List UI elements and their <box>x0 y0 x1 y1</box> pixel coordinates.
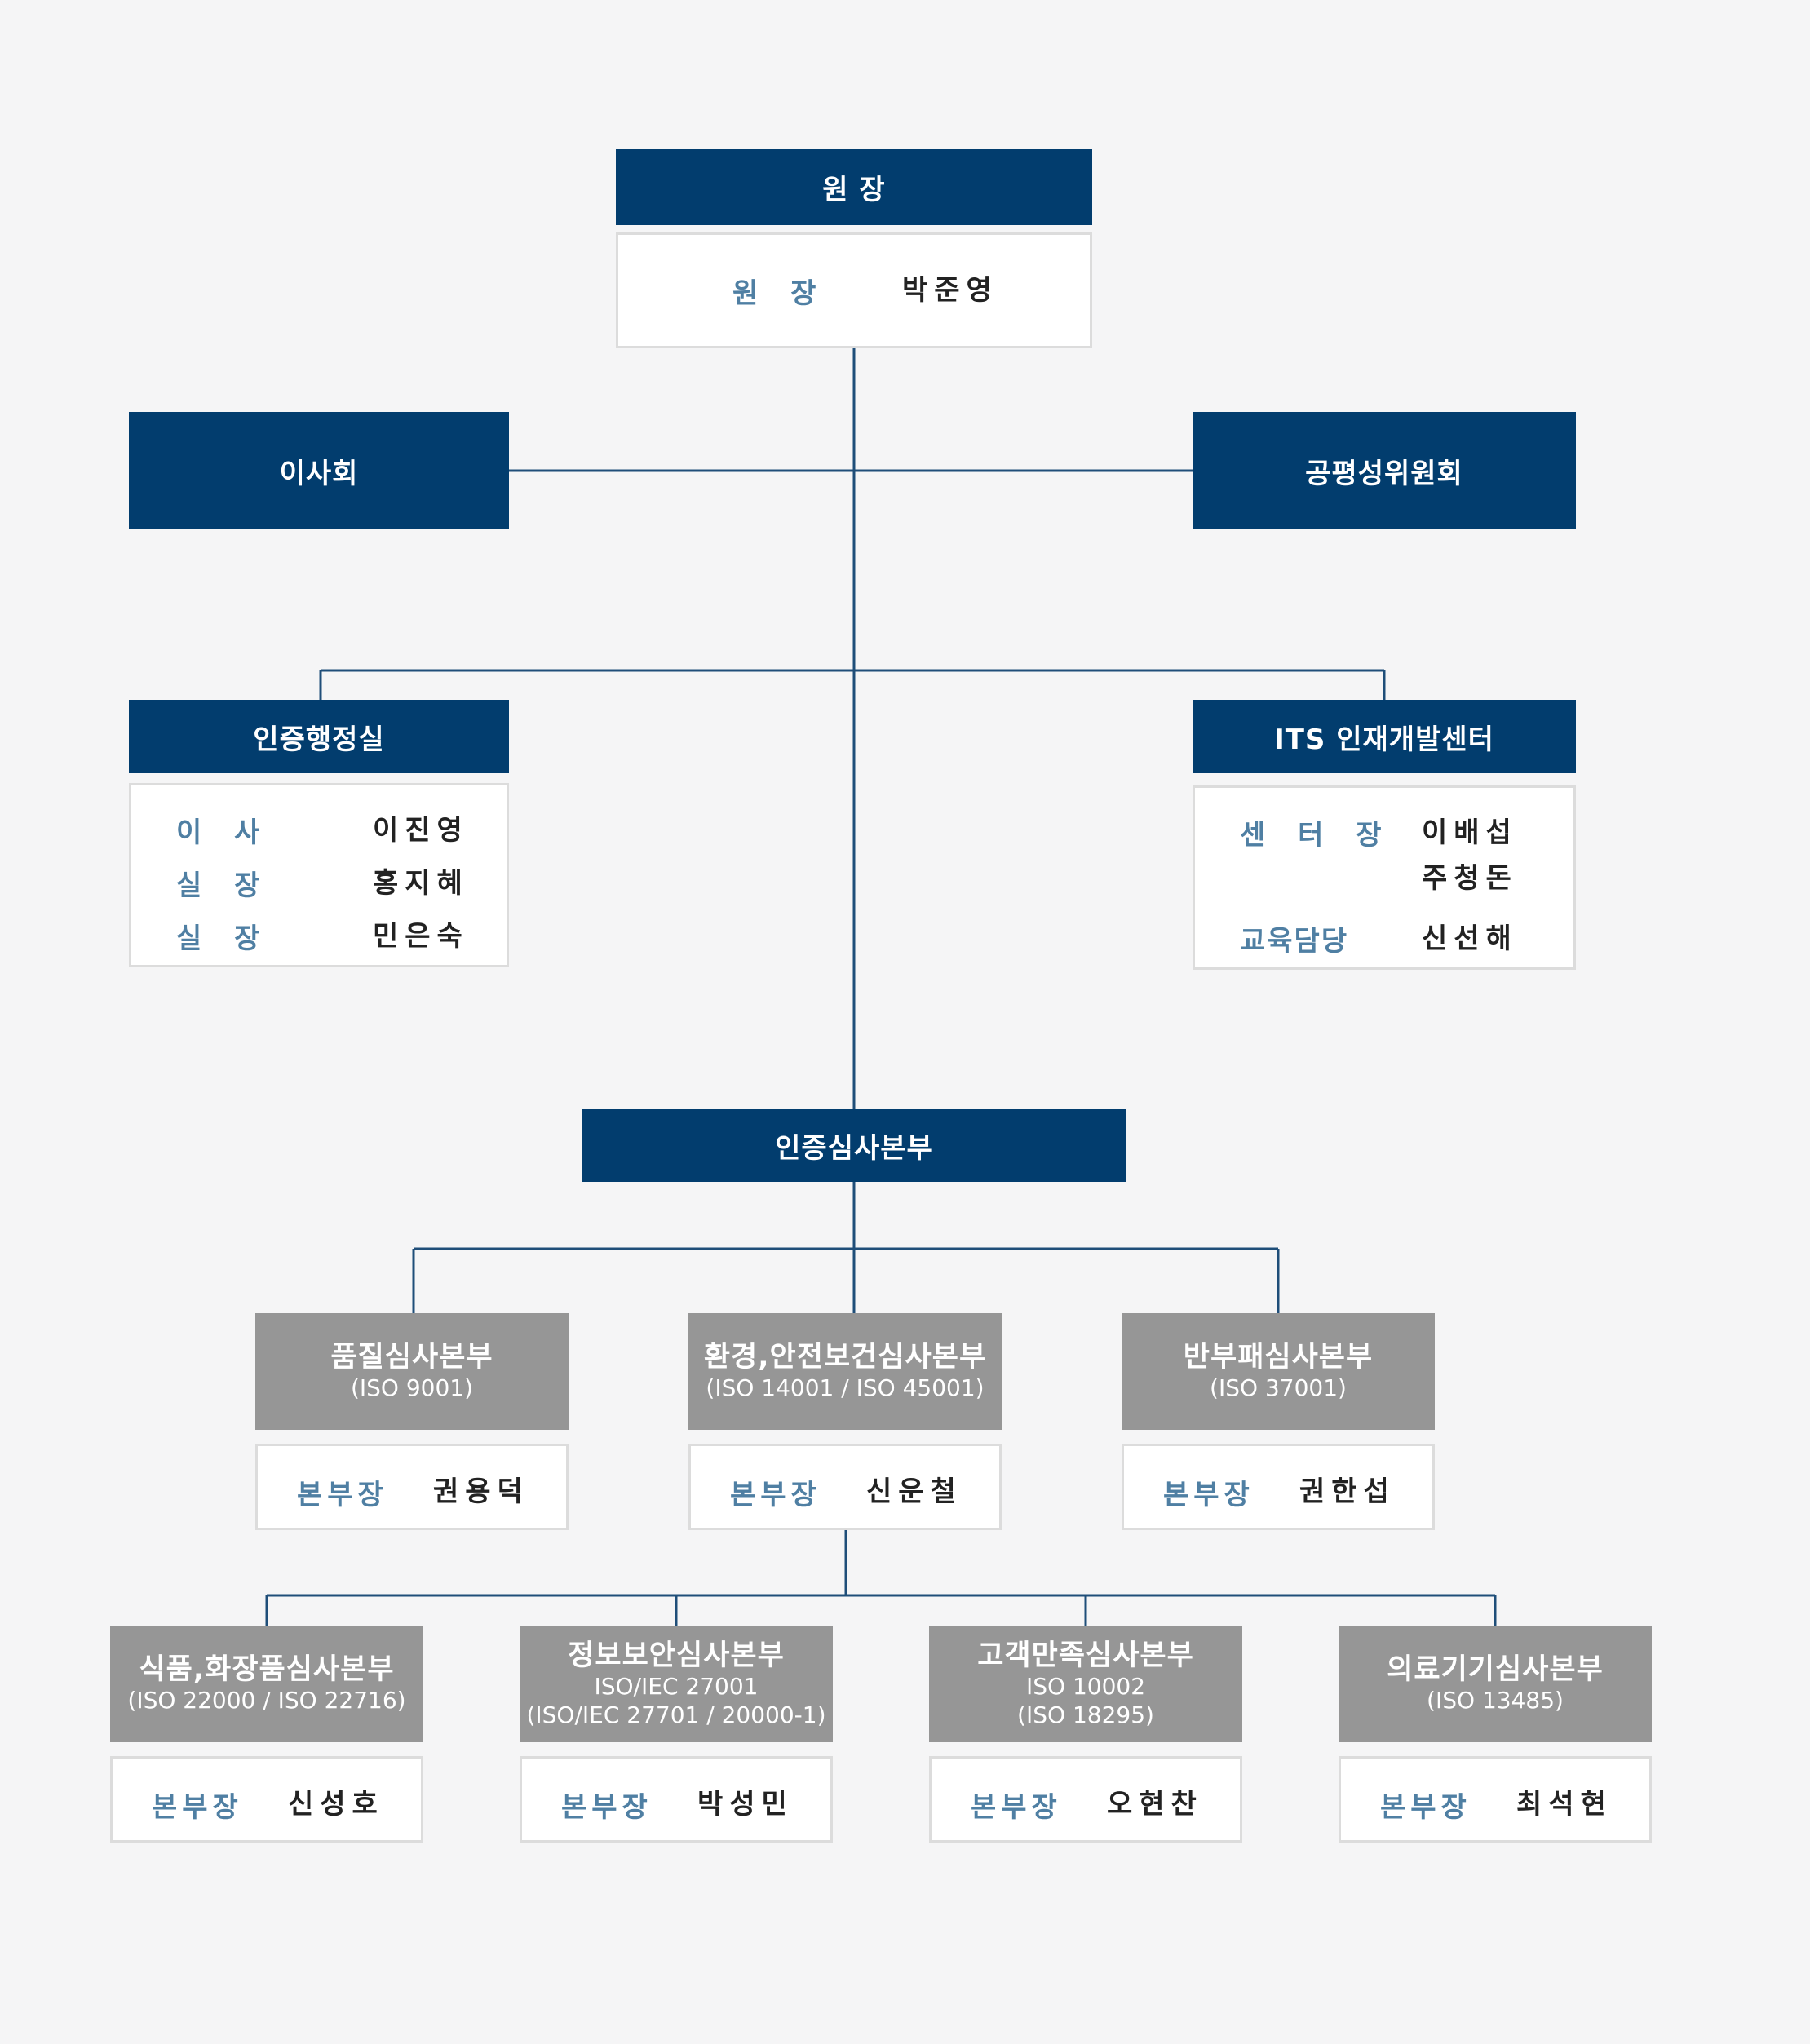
division-standard: (ISO 13485) <box>1427 1687 1564 1714</box>
division-anticorruption-box: 반부패심사본부 (ISO 37001) <box>1122 1313 1435 1430</box>
division-title: 환경,안전보건심사본부 <box>703 1341 987 1374</box>
division-quality-box: 품질심사본부 (ISO 9001) <box>255 1313 569 1430</box>
its-member-name: 이배섭 <box>1422 816 1518 849</box>
admin-member-role: 실 장 <box>176 869 272 902</box>
division-head-role: 본부장 <box>1163 1479 1255 1511</box>
division-title: 식품,화장품심사본부 <box>139 1653 395 1686</box>
division-infosec-box: 정보보안심사본부 ISO/IEC 27001 (ISO/IEC 27701 / … <box>520 1626 833 1742</box>
division-standard: ISO 10002 <box>1025 1672 1146 1700</box>
audit-hq-title: 인증심사본부 <box>775 1132 933 1165</box>
admin-member-name: 홍지혜 <box>373 867 469 900</box>
director-role-label: 원 장 <box>732 277 828 310</box>
division-title: 품질심사본부 <box>330 1341 493 1374</box>
division-head-role: 본부장 <box>730 1479 821 1511</box>
division-environment-panel: 본부장 신운철 <box>688 1444 1002 1530</box>
division-head-name: 오현찬 <box>1107 1788 1203 1821</box>
division-title: 고객만족심사본부 <box>977 1639 1194 1672</box>
division-standard: (ISO 22000 / ISO 22716) <box>127 1687 406 1714</box>
board-title: 이사회 <box>279 457 359 490</box>
its-member-name: 신선해 <box>1422 922 1518 955</box>
division-head-role: 본부장 <box>561 1791 653 1824</box>
director-panel: 원 장 박준영 <box>616 232 1092 348</box>
division-standard: ISO/IEC 27001 <box>594 1672 759 1700</box>
division-customer-satisfaction-panel: 본부장 오현찬 <box>929 1756 1242 1843</box>
division-title: 정보보안심사본부 <box>568 1639 785 1672</box>
division-head-role: 본부장 <box>971 1791 1062 1824</box>
division-anticorruption-panel: 본부장 권한섭 <box>1122 1444 1435 1530</box>
its-center-header: ITS 인재개발센터 <box>1193 700 1576 773</box>
division-standard: (ISO/IEC 27701 / 20000-1) <box>526 1701 826 1728</box>
division-medical-devices-box: 의료기기심사본부 (ISO 13485) <box>1339 1626 1652 1742</box>
board-box: 이사회 <box>129 412 509 529</box>
division-head-name: 박성민 <box>697 1788 794 1821</box>
fairness-committee-box: 공평성위원회 <box>1193 412 1576 529</box>
division-head-role: 본부장 <box>1380 1791 1471 1824</box>
division-standard: (ISO 18295) <box>1017 1701 1154 1728</box>
division-food-cosmetics-panel: 본부장 신성호 <box>110 1756 423 1843</box>
audit-hq-box: 인증심사본부 <box>582 1109 1126 1182</box>
division-title: 반부패심사본부 <box>1183 1341 1374 1374</box>
division-head-role: 본부장 <box>297 1479 388 1511</box>
admin-member-role: 실 장 <box>176 922 272 955</box>
its-member-role: 교육담당 <box>1240 925 1349 958</box>
division-standard: (ISO 9001) <box>350 1374 474 1401</box>
division-environment-box: 환경,안전보건심사본부 (ISO 14001 / ISO 45001) <box>688 1313 1002 1430</box>
division-standard: (ISO 14001 / ISO 45001) <box>706 1374 985 1401</box>
fairness-committee-title: 공평성위원회 <box>1305 457 1463 490</box>
division-infosec-panel: 본부장 박성민 <box>520 1756 833 1843</box>
admin-office-title: 인증행정실 <box>253 723 385 756</box>
division-food-cosmetics-box: 식품,화장품심사본부 (ISO 22000 / ISO 22716) <box>110 1626 423 1742</box>
division-standard: (ISO 37001) <box>1210 1374 1347 1401</box>
division-head-name: 최석현 <box>1516 1788 1613 1821</box>
division-head-name: 신성호 <box>288 1788 384 1821</box>
its-center-panel: 센 터 장 이배섭 주청돈 교육담당 신선해 <box>1193 785 1576 970</box>
division-head-role: 본부장 <box>152 1791 243 1824</box>
division-customer-satisfaction-box: 고객만족심사본부 ISO 10002 (ISO 18295) <box>929 1626 1242 1742</box>
division-head-name: 신운철 <box>866 1475 963 1508</box>
division-quality-panel: 본부장 권용덕 <box>255 1444 569 1530</box>
its-center-title: ITS 인재개발센터 <box>1274 723 1494 756</box>
its-member-name: 주청돈 <box>1422 862 1518 895</box>
its-member-role: 센 터 장 <box>1240 819 1393 852</box>
division-head-name: 권한섭 <box>1299 1475 1396 1508</box>
division-medical-devices-panel: 본부장 최석현 <box>1339 1756 1652 1843</box>
director-header: 원 장 <box>616 149 1092 225</box>
division-head-name: 권용덕 <box>433 1475 529 1508</box>
admin-office-header: 인증행정실 <box>129 700 509 773</box>
admin-member-role: 이 사 <box>176 816 272 849</box>
director-title: 원 장 <box>822 174 886 206</box>
admin-member-name: 민은숙 <box>373 920 469 953</box>
admin-office-panel: 이 사 이진영 실 장 홍지혜 실 장 민은숙 <box>129 783 509 967</box>
director-name: 박준영 <box>902 274 998 307</box>
division-title: 의료기기심사본부 <box>1387 1653 1604 1686</box>
admin-member-name: 이진영 <box>373 814 469 847</box>
